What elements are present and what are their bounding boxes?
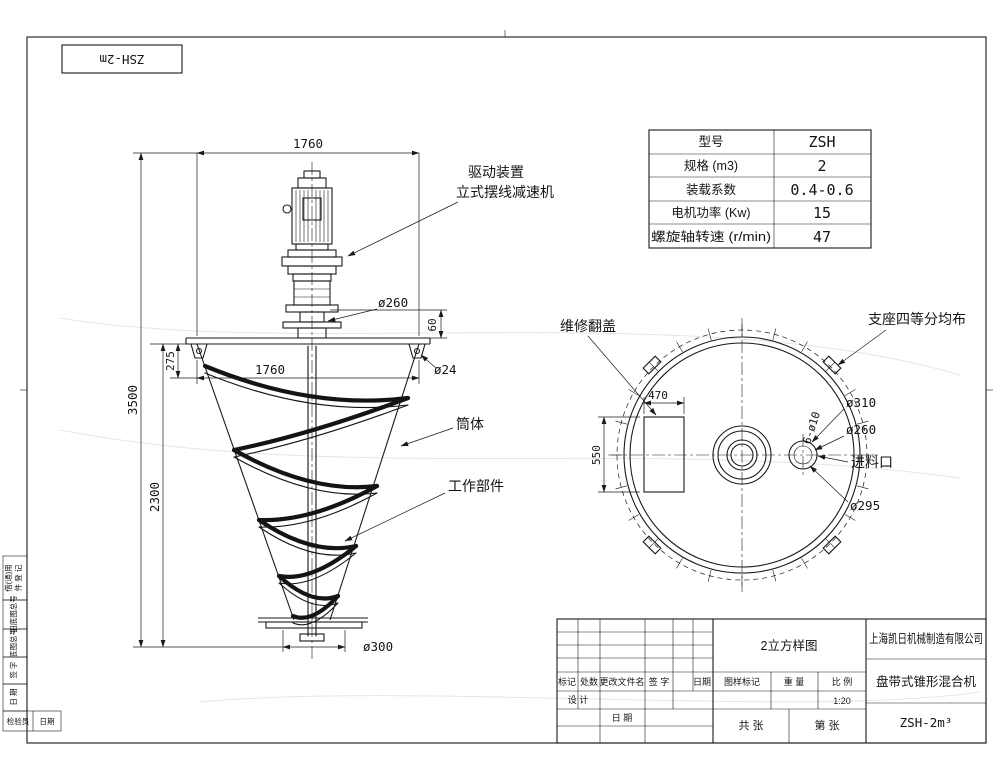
label-drive-1: 驱动装置	[468, 164, 524, 180]
bolt-ticks	[611, 324, 873, 586]
inner-flange-circle	[629, 342, 855, 568]
spec-row-value: 47	[813, 228, 831, 246]
spec-row-label: 螺旋轴转速 (r/min)	[651, 229, 771, 244]
sign-label: 签 字	[649, 676, 670, 687]
screw-helix	[205, 345, 408, 642]
dim-neck-dia: ø260	[378, 295, 408, 310]
total-sheets: 共 张	[738, 719, 763, 732]
title-block: 上海凯日机械制造有限公司 盘带式锥形混合机 ZSH-2m³ 2立方样图 图样标记…	[556, 618, 987, 744]
front-dimensions: 1760 3500 2300 275 1760 60 ø260 ø24	[125, 136, 457, 654]
drawing-title: 2立方样图	[761, 638, 818, 653]
drawing-frame: ZSH-2m	[20, 30, 993, 744]
spec-row-label: 规格 (m3)	[684, 158, 738, 173]
label-working-part: 工作部件	[448, 478, 504, 494]
spec-row-label: 电机功率 (Kw)	[671, 205, 750, 220]
dim-bolt-circle: ø295	[850, 498, 880, 513]
inspect-date-label: 日期	[40, 717, 55, 726]
borrow-label-2: 件 登 记	[13, 564, 23, 591]
scan-artifacts	[59, 317, 981, 703]
model-number: ZSH-2m³	[900, 715, 953, 730]
dim-flange-width: 1760	[255, 362, 285, 377]
dim-neck-height: 60	[426, 318, 439, 331]
design-label: 设 计	[568, 694, 589, 705]
sign-label: 签 字	[8, 661, 18, 678]
sheet-number: 第 张	[814, 718, 839, 732]
label-cover: 维修翻盖	[560, 318, 616, 334]
corner-code-label: ZSH-2m	[99, 52, 144, 67]
company-name: 上海凯日机械制造有限公司	[869, 631, 983, 646]
dim-cover-height: 550	[590, 445, 603, 465]
date2-label: 日 期	[612, 713, 633, 723]
outer-flange-circle	[623, 336, 861, 574]
dim-inner-dia: ø260	[846, 422, 876, 437]
spec-row-label: 装载系数	[686, 182, 737, 197]
spec-row-value: ZSH	[808, 133, 835, 151]
dim-total-height: 3500	[125, 385, 140, 415]
drive-assembly	[281, 170, 343, 339]
dim-top-width: 1760	[293, 136, 323, 151]
mark-label: 标记	[558, 676, 576, 687]
support-pads	[642, 355, 842, 555]
top-view-labels: 维修翻盖 支座四等分均布 ø310 ø260 进料口 ø295	[560, 311, 966, 513]
feed-inlet: 6-ø10	[788, 410, 823, 476]
side-strip: 借(通)用 件 登 记 旧底图总号 底图总号 签 字 日 期 检验员 日期	[2, 555, 62, 732]
label-drive-2: 立式摆线减速机	[456, 184, 554, 200]
front-labels: 驱动装置 立式摆线减速机 筒体 工作部件	[344, 164, 554, 542]
borrow-label-1: 借(通)用	[3, 564, 13, 592]
spec-row-label: 型号	[698, 135, 723, 149]
product-name: 盘带式锥形混合机	[876, 674, 977, 689]
label-body: 筒体	[456, 416, 484, 432]
date-label: 日 期	[9, 688, 18, 705]
label-inlet: 进料口	[851, 454, 893, 470]
drawing-mark-label: 图样标记	[724, 676, 760, 687]
spec-row-value: 0.4-0.6	[790, 181, 853, 199]
weight-label: 重 量	[784, 676, 805, 687]
date-label: 日期	[693, 677, 711, 687]
inspector-label: 检验员	[7, 716, 30, 726]
old-base-no-label: 旧底图总号	[8, 595, 18, 633]
front-view: 1760 3500 2300 275 1760 60 ø260 ø24	[125, 136, 554, 660]
dim-cover-width: 470	[648, 389, 668, 402]
dim-rim-height: 275	[164, 351, 177, 371]
spec-row-value: 2	[817, 157, 826, 175]
scale-label: 比 例	[832, 676, 853, 687]
dim-outlet-dia: ø300	[363, 639, 393, 654]
maintenance-cover: 470 550	[590, 389, 685, 493]
count-label: 处数	[580, 676, 598, 687]
vessel-cone	[185, 337, 431, 629]
dim-flange-dia: ø310	[846, 395, 876, 410]
base-no-label: 底图总号	[8, 628, 18, 658]
dim-bolt-holes: 6-ø10	[800, 410, 823, 446]
label-support: 支座四等分均布	[868, 311, 966, 327]
spec-table: 型号 ZSH 规格 (m3) 2 装载系数 0.4-0.6 电机功率 (Kw) …	[648, 129, 872, 249]
change-file-label: 更改文件名	[599, 676, 644, 687]
dim-foot-hole: ø24	[434, 362, 457, 377]
center-hub	[712, 425, 772, 485]
scale-value: 1:20	[833, 696, 851, 706]
spec-row-value: 15	[813, 204, 831, 222]
dim-cone-height: 2300	[147, 482, 162, 512]
top-view: 6-ø10 470 550 维修翻盖 支座四等分均布 ø310 ø260 进	[560, 311, 966, 592]
